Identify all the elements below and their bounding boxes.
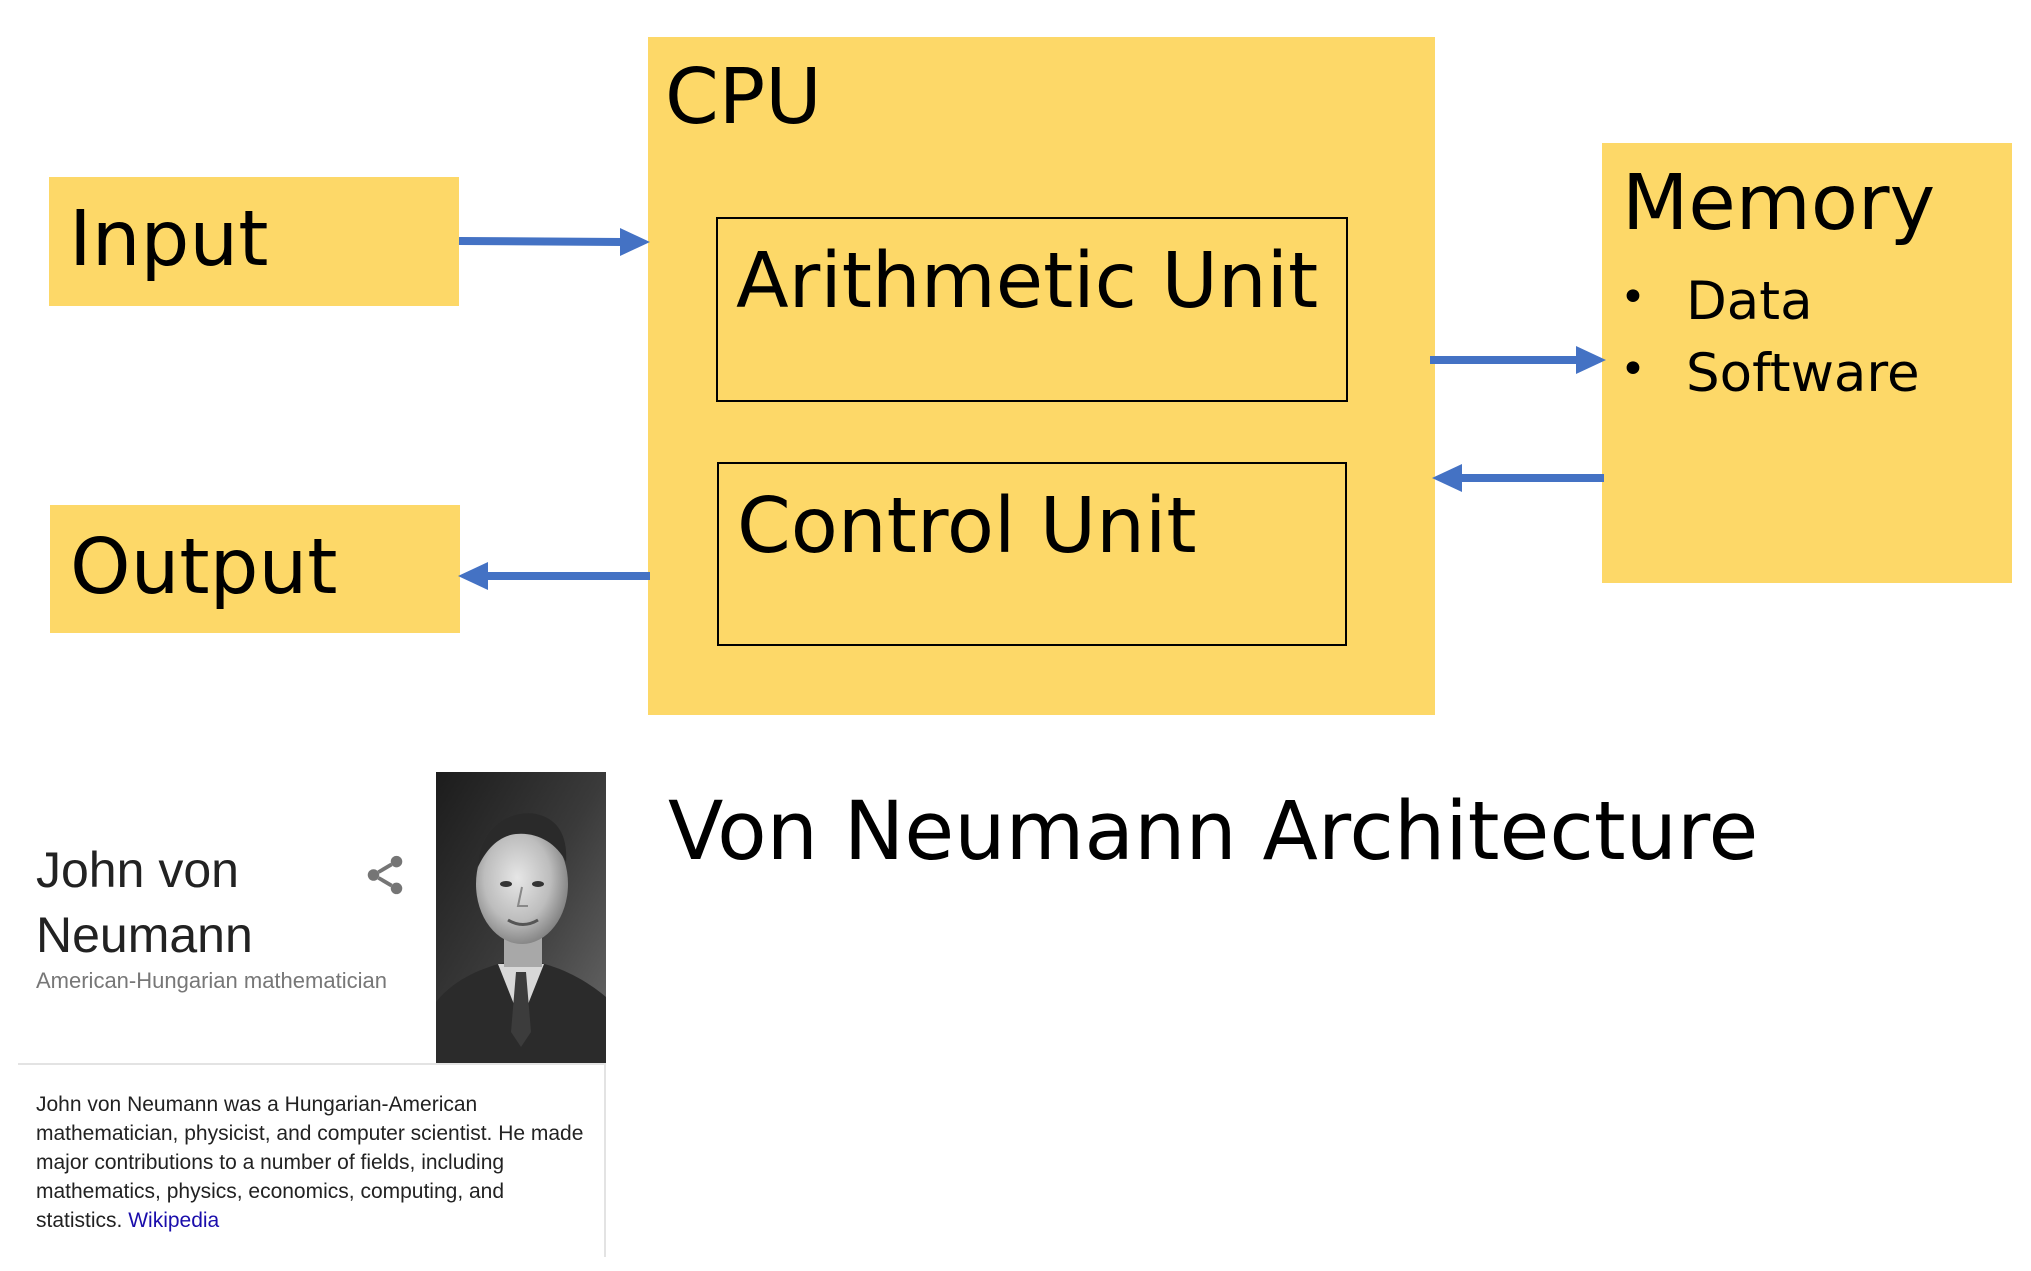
wikipedia-link[interactable]: Wikipedia (128, 1209, 220, 1232)
card-title: John von Neumann (36, 842, 253, 963)
control-unit-block: Control Unit (717, 462, 1347, 646)
arrow-cpu-to-output-head (458, 562, 488, 590)
arithmetic-unit-label: Arithmetic Unit (736, 237, 1319, 326)
control-unit-label: Control Unit (737, 482, 1197, 571)
card-divider (18, 1063, 606, 1065)
diagram-title: Von Neumann Architecture (668, 785, 1759, 879)
memory-item-label: Software (1686, 343, 1920, 404)
knowledge-panel: John von Neumann American-Hungarian math… (18, 772, 606, 1257)
bullet-icon: • (1620, 272, 1646, 324)
output-label: Output (70, 523, 338, 612)
input-label: Input (69, 195, 269, 284)
arrow-input-to-cpu-head (620, 228, 650, 256)
share-icon[interactable] (362, 852, 408, 898)
card-description: John von Neumann was a Hungarian-America… (36, 1090, 591, 1235)
card-border (604, 1064, 606, 1257)
card-subtitle: American-Hungarian mathematician (36, 968, 387, 993)
memory-item-data: •Data (1620, 275, 1813, 328)
bullet-icon: • (1620, 344, 1646, 396)
arrow-memory-to-cpu-head (1432, 464, 1462, 492)
arithmetic-unit-block: Arithmetic Unit (716, 217, 1348, 402)
arrow-cpu-to-memory-head (1576, 346, 1606, 374)
cpu-label: CPU (665, 53, 822, 142)
memory-item-label: Data (1686, 271, 1813, 332)
card-description-text: John von Neumann was a Hungarian-America… (36, 1093, 584, 1232)
arrow-input-to-cpu (458, 237, 623, 246)
memory-label: Memory (1622, 159, 1936, 248)
memory-block: Memory •Data •Software (1602, 143, 2012, 583)
input-block: Input (49, 177, 459, 306)
cpu-block: CPU Arithmetic Unit Control Unit (648, 37, 1435, 715)
portrait-photo[interactable] (436, 772, 606, 1064)
memory-item-software: •Software (1620, 347, 1920, 400)
output-block: Output (50, 505, 460, 633)
